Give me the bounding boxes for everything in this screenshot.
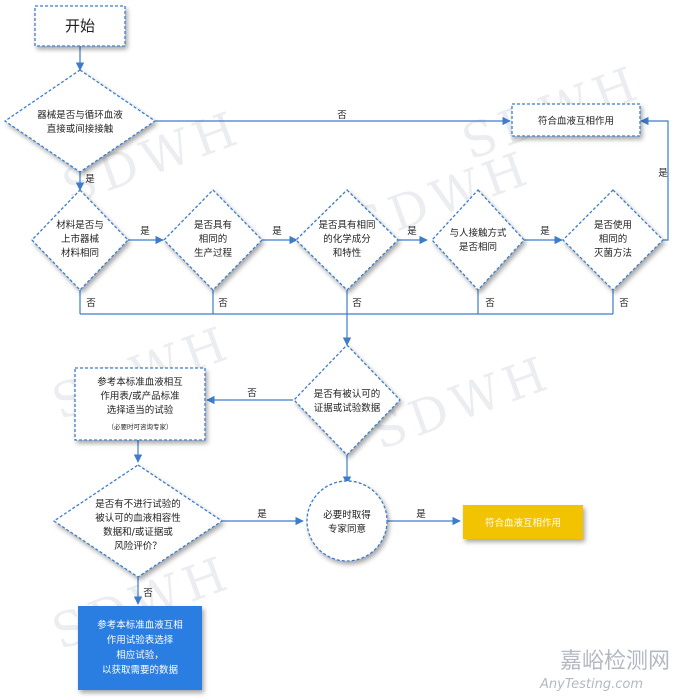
reference-standard-box: 参考本标准血液相互 作用表/或产品标准 选择适当的试验 （必要时可咨询专家） <box>74 367 206 441</box>
decision-text-line: 风险评价？ <box>114 540 162 552</box>
decision-material-same: 材料是否与 上市器械 材料相同 <box>31 189 129 291</box>
decision-text-line: 是否具有相同 <box>318 219 375 231</box>
box-text-line: 以获取需要的数据 <box>102 664 179 676</box>
decision-text-line: 是否使用 <box>594 219 632 231</box>
start-label: 开始 <box>65 17 95 35</box>
decision-no-test-data: 是否有不进行试验的 被认可的血液相容性 数据和/或证据或 风险评价？ <box>52 464 224 578</box>
box-text-line: 作用表/或产品标准 <box>100 390 180 402</box>
label-no: 否 <box>218 298 228 309</box>
final-test-box: 参考本标准血液互相 作用试验表选择 相应试验， 以获取需要的数据 <box>78 606 202 690</box>
brand-en: AnyTesting.com <box>539 677 643 692</box>
label-no: 否 <box>352 298 362 309</box>
decision-text-line: 材料相同 <box>61 247 99 259</box>
circle-text-line: 专家同意 <box>328 523 366 535</box>
decision-contact-blood: 器械是否与循环血液 直接或间接接触 <box>3 69 157 173</box>
decision-same-sterilization: 是否使用 相同的 灭菌方法 <box>562 189 664 291</box>
decision-same-process: 是否具有 相同的 生产过程 <box>163 189 263 291</box>
label-no: 否 <box>247 388 257 399</box>
decision-text-line: 是否相同 <box>459 241 497 253</box>
label-yes: 是 <box>540 226 550 237</box>
label-yes: 是 <box>658 168 668 179</box>
start-node: 开始 <box>34 5 126 47</box>
decision-text-line: 的化学成分 <box>323 233 371 245</box>
box-note: （必要时可咨询专家） <box>108 422 173 431</box>
decision-text-line: 器械是否与循环血液 <box>37 109 123 121</box>
decision-text-line: 生产过程 <box>194 247 233 259</box>
decision-text-line: 数据和/或证据或 <box>103 526 173 538</box>
final-compatible-label: 符合血液互相作用 <box>485 517 561 529</box>
label-yes: 是 <box>140 226 150 237</box>
final-compatible-box: 符合血液互相作用 <box>463 505 583 539</box>
decision-text-line: 被认可的血液相容性 <box>95 512 181 524</box>
brand-cn: 嘉峪检测网 <box>560 649 670 674</box>
label-yes: 是 <box>85 174 95 185</box>
box-text-line: 选择适当的试验 <box>107 404 174 416</box>
label-no: 否 <box>143 588 153 599</box>
edge-labels: 否 是 是 是 是 是 是 否 否 否 否 否 否 是 是 否 <box>85 110 668 599</box>
edge-d6-compatible <box>640 116 669 241</box>
decision-text-line: 材料是否与 <box>56 219 104 231</box>
box-text-line: 参考本标准血液互相 <box>97 619 183 631</box>
label-yes: 是 <box>272 226 282 237</box>
decision-text-line: 是否具有 <box>194 219 232 231</box>
compatible-label: 符合血液互相作用 <box>538 115 614 127</box>
label-no: 否 <box>86 298 96 309</box>
flow-edges <box>75 46 669 605</box>
label-yes: 是 <box>416 509 426 520</box>
label-yes: 是 <box>257 509 267 520</box>
label-yes: 是 <box>407 226 417 237</box>
label-no: 否 <box>337 110 347 121</box>
label-no: 否 <box>485 298 495 309</box>
decision-text-line: 证据或试验数据 <box>314 402 381 414</box>
box-text-line: 参考本标准血液相互 <box>97 376 183 388</box>
site-watermark: 嘉峪检测网 AnyTesting.com <box>539 649 670 692</box>
decision-text-line: 上市器械 <box>61 233 100 245</box>
decision-text-line: 和特性 <box>333 247 362 259</box>
compatible-box: 符合血液互相作用 <box>511 103 641 137</box>
box-text-line: 相应试验， <box>116 649 164 661</box>
decision-accepted-evidence: 是否有被认可的 证据或试验数据 <box>293 344 401 456</box>
label-no: 否 <box>619 298 629 309</box>
decision-text-line: 是否有不进行试验的 <box>95 498 181 510</box>
decision-same-contact: 与人接触方式 是否相同 <box>431 189 525 291</box>
circle-text-line: 必要时取得 <box>323 509 371 521</box>
decision-text-line: 与人接触方式 <box>449 227 507 239</box>
box-text-line: 作用试验表选择 <box>107 634 174 646</box>
expert-agreement-node: 必要时取得 专家同意 <box>306 480 388 562</box>
decision-text-line: 直接或间接接触 <box>47 123 114 135</box>
decision-text-line: 相同的 <box>199 233 228 245</box>
decision-text-line: 相同的 <box>599 233 628 245</box>
decision-text-line: 是否有被认可的 <box>314 388 381 400</box>
decision-text-line: 灭菌方法 <box>594 247 632 259</box>
decision-same-chemistry: 是否具有相同 的化学成分 和特性 <box>295 189 399 291</box>
